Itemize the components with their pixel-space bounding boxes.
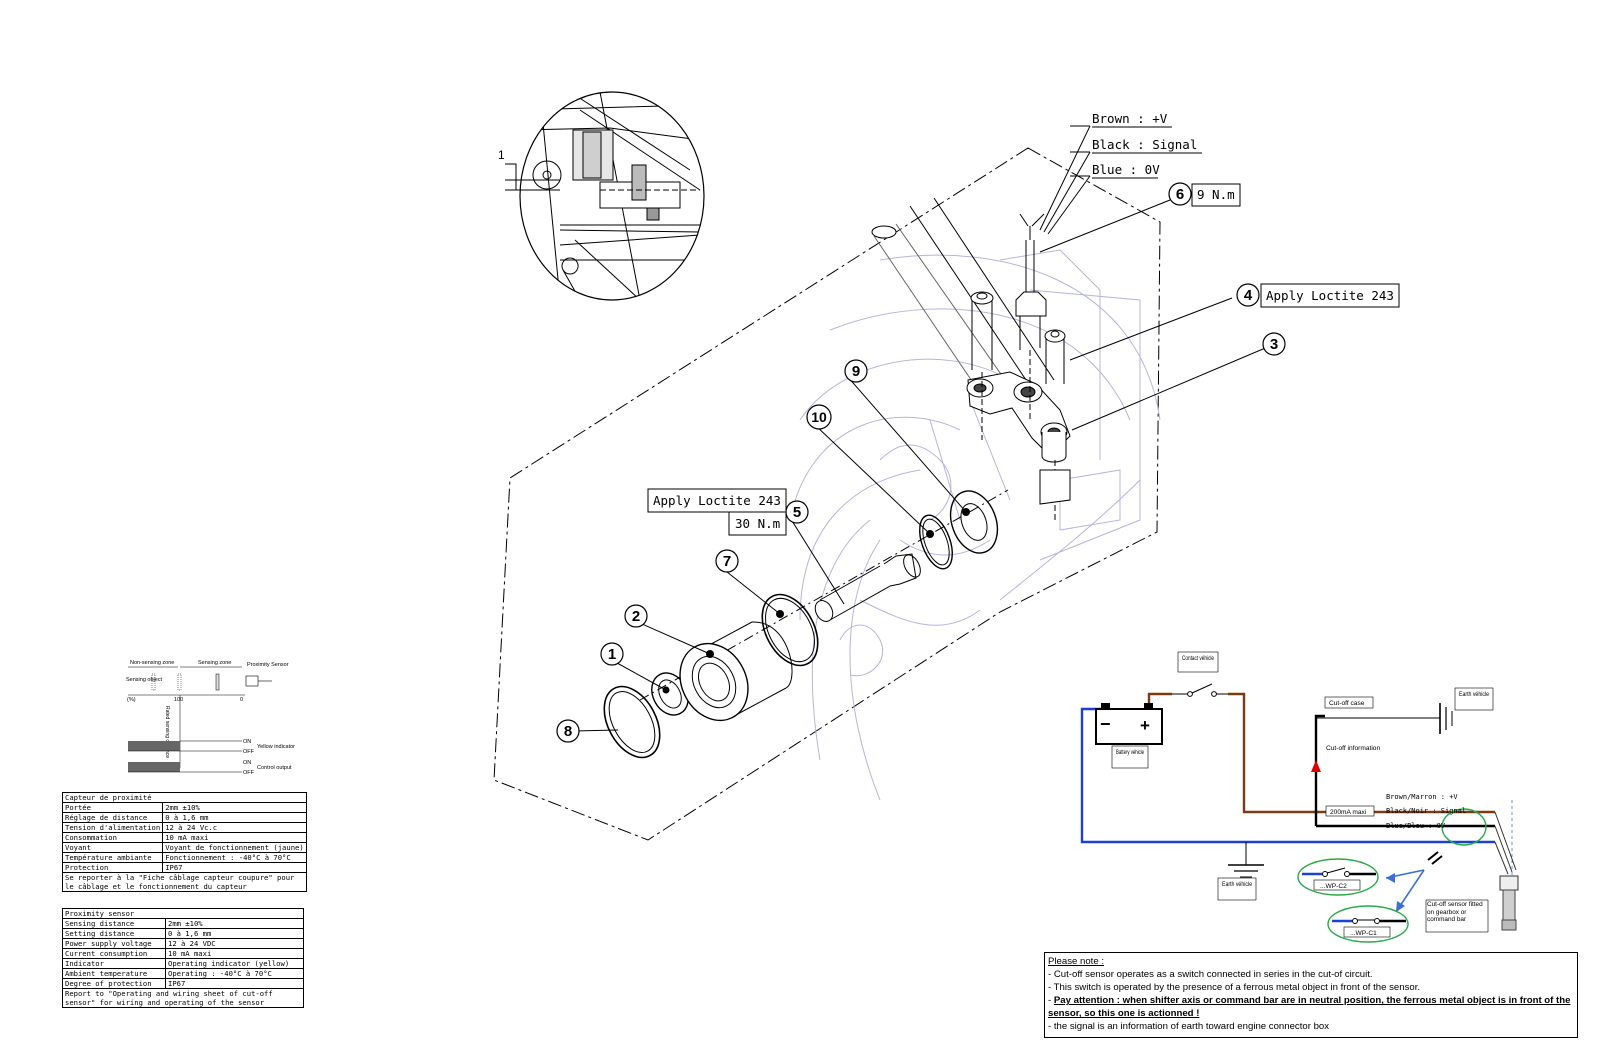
callout-3-label: 3 bbox=[1270, 336, 1278, 353]
detail-view: 1 bbox=[498, 91, 705, 301]
on-label-2: ON bbox=[243, 760, 251, 766]
table-fr-footer: Se reporter à la "Fiche câblage capteur … bbox=[62, 872, 307, 892]
loctite-box-5 bbox=[647, 488, 787, 513]
tick-0-label: 0 bbox=[240, 697, 243, 703]
callout-10-label: 10 bbox=[811, 409, 827, 425]
sensing-object-label: Sensing object bbox=[126, 677, 163, 683]
note-line-2: - This switch is operated by the presenc… bbox=[1048, 982, 1421, 993]
wp-c1-label: ...WP-C1 bbox=[1350, 930, 1377, 937]
torque-6-label: 9 N.m bbox=[1197, 187, 1235, 202]
callout-6: 6 bbox=[1168, 182, 1192, 206]
max-current-label: 200mA maxi bbox=[1330, 809, 1367, 816]
leader-dots bbox=[662, 508, 970, 694]
off-label-1: OFF bbox=[243, 749, 255, 755]
callout-5-label: 5 bbox=[793, 504, 801, 521]
callout-5: 5 bbox=[785, 500, 809, 524]
torque-box-5 bbox=[728, 511, 787, 536]
loctite-5-label: Apply Loctite 243 bbox=[653, 493, 781, 508]
note-line-4: - the signal is an information of earth … bbox=[1048, 1021, 1330, 1032]
callout-3: 3 bbox=[1262, 332, 1286, 356]
yellow-indicator-label: Yellow indicator bbox=[257, 744, 295, 750]
note-line-3: Pay attention : when shifter axis or com… bbox=[1048, 995, 1571, 1019]
off-label-2: OFF bbox=[243, 770, 255, 776]
table-en-title: Proximity sensor bbox=[62, 908, 304, 919]
battery-minus: − bbox=[1100, 714, 1111, 734]
wire-blue-label: Blue : 0V bbox=[1092, 162, 1160, 177]
callout-4: 4 bbox=[1236, 283, 1260, 307]
earth-vehicle-1-label: Earth véhicle bbox=[1459, 691, 1489, 698]
black-noir-label: Black/Noir : Signal bbox=[1386, 807, 1466, 815]
callout-6-label: 6 bbox=[1176, 186, 1184, 203]
detail-ref-label: 1 bbox=[498, 148, 505, 162]
note-title: Please note : bbox=[1048, 956, 1105, 967]
callout-8: 8 bbox=[556, 719, 580, 743]
callout-8-label: 8 bbox=[564, 723, 572, 740]
battery-plus: + bbox=[1140, 716, 1150, 735]
wire-brown-label: Brown : +V bbox=[1092, 111, 1168, 126]
earth-vehicle-2-label: Earth véhicle bbox=[1222, 881, 1252, 888]
cutoff-information-label: Cut-off information bbox=[1326, 745, 1380, 752]
wp-c2-label: ...WP-C2 bbox=[1320, 883, 1347, 890]
callout-1: 1 bbox=[600, 642, 624, 666]
rated-distance-label: Rated sensing distance bbox=[164, 706, 170, 758]
cutoff-sensor-note: Cut-off sensor fitted on gearbox or comm… bbox=[1427, 901, 1483, 923]
callout-10: 10 bbox=[806, 404, 832, 430]
callout-9: 9 bbox=[844, 359, 868, 383]
wire-black-label: Black : Signal bbox=[1092, 137, 1197, 152]
brown-marron-label: Brown/Marron : +V bbox=[1386, 793, 1458, 801]
callout-7-label: 7 bbox=[723, 553, 731, 570]
please-note-box: Please note : - Cut-off sensor operates … bbox=[1044, 952, 1578, 1038]
sensing-zone-label: Sensing zone bbox=[198, 660, 231, 666]
table-fr-title: Capteur de proximité bbox=[62, 792, 307, 803]
on-label-1: ON bbox=[243, 739, 251, 745]
callout-9-label: 9 bbox=[852, 363, 860, 380]
torque-5-label: 30 N.m bbox=[735, 516, 780, 531]
battery-vehicle-label: Battery véhicle bbox=[1116, 749, 1144, 756]
shift-bracket-assembly bbox=[871, 197, 1071, 520]
callout-1-label: 1 bbox=[608, 646, 616, 663]
control-output-label: Control output bbox=[257, 765, 292, 771]
cutoff-case-label: Cut-off case bbox=[1329, 700, 1365, 707]
tick-100-label: 100 bbox=[174, 697, 183, 703]
blue-bleu-label: Blue/Bleu : 0V bbox=[1386, 822, 1446, 830]
loctite-box-4 bbox=[1260, 283, 1400, 308]
callout-2: 2 bbox=[624, 604, 648, 628]
callout-7: 7 bbox=[715, 549, 739, 573]
wiring-diagram bbox=[1080, 683, 1519, 943]
non-sensing-zone-label: Non-sensing zone bbox=[130, 660, 174, 666]
contact-vehicle-label: Contact véhicle bbox=[1182, 655, 1214, 662]
leader-lines bbox=[573, 125, 1271, 732]
callout-4-label: 4 bbox=[1244, 287, 1253, 304]
loctite-4-label: Apply Loctite 243 bbox=[1266, 288, 1394, 303]
proximity-sensor-label: Proximity Sensor bbox=[247, 662, 289, 668]
percent-label: (%) bbox=[127, 697, 136, 703]
torque-box-6 bbox=[1191, 183, 1241, 207]
exploded-parts bbox=[603, 489, 1009, 759]
table-en-footer: Report to "Operating and wiring sheet of… bbox=[62, 988, 304, 1008]
wiring-labels: Contact véhicle − + Battery véhicle Eart… bbox=[1100, 651, 1494, 938]
gearbox-housing-ghost bbox=[789, 249, 1161, 801]
note-line-1: - Cut-off sensor operates as a switch co… bbox=[1048, 969, 1373, 980]
sensor-timing-chart: Non-sensing zone Sensing zone Proximity … bbox=[126, 660, 295, 776]
cutaway-boundary bbox=[493, 147, 1161, 841]
callout-2-label: 2 bbox=[632, 608, 640, 625]
